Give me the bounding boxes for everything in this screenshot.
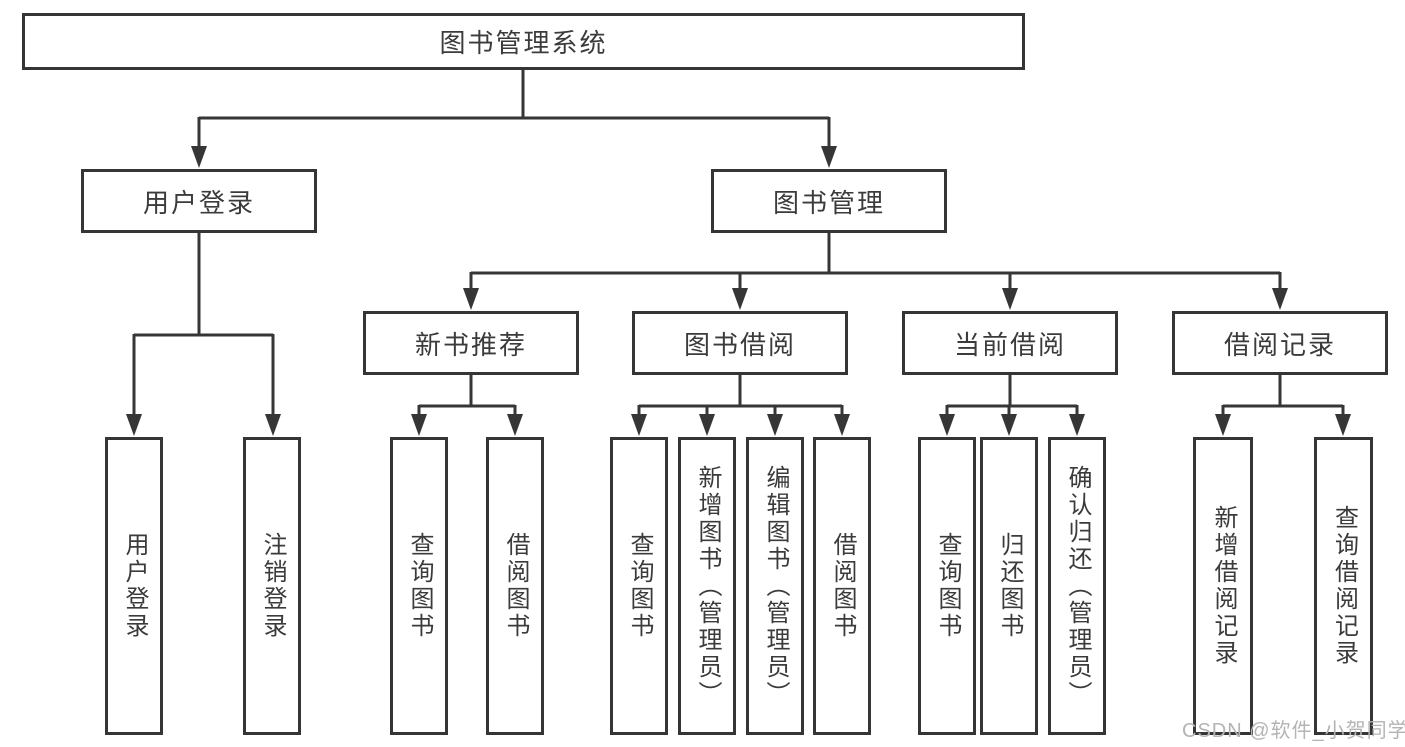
node-add-borrow-record: 新增借阅记录 — [1193, 437, 1253, 735]
node-logout: 注销登录 — [243, 437, 301, 735]
node-label: 图书管理系统 — [439, 28, 608, 58]
node-label: 编辑图书（管理员） — [762, 464, 789, 708]
node-label: 当前借阅 — [953, 329, 1066, 360]
arrow-down-icon — [834, 414, 850, 436]
csdn-watermark: CSDN @软件_小贺同学 — [1182, 720, 1405, 742]
arrow-down-icon — [1069, 414, 1085, 436]
node-confirm-return-admin: 确认归还（管理员） — [1048, 437, 1106, 735]
node-return-books: 归还图书 — [980, 437, 1038, 735]
arrowheads — [126, 146, 1351, 436]
arrow-down-icon — [821, 146, 837, 168]
arrow-down-icon — [699, 414, 715, 436]
node-label: 图书借阅 — [683, 329, 796, 360]
node-query-books-2: 查询图书 — [610, 437, 668, 735]
node-label: 新书推荐 — [414, 329, 527, 360]
arrow-down-icon — [1002, 288, 1018, 310]
connector-paths — [132, 70, 1345, 420]
arrow-down-icon — [631, 414, 647, 436]
node-borrow-books-1: 借阅图书 — [486, 437, 544, 735]
arrow-down-icon — [1001, 414, 1017, 436]
arrow-down-icon — [265, 414, 281, 436]
node-current-borrowing: 当前借阅 — [902, 311, 1118, 375]
node-borrowing-records: 借阅记录 — [1172, 311, 1388, 375]
node-label: 注销登录 — [259, 532, 286, 640]
node-query-books-3: 查询图书 — [918, 437, 976, 735]
node-label: 借阅记录 — [1223, 329, 1336, 360]
node-add-books-admin: 新增图书（管理员） — [678, 437, 736, 735]
node-label: 新增借阅记录 — [1210, 505, 1237, 667]
node-edit-books-admin: 编辑图书（管理员） — [746, 437, 804, 735]
node-label: 查询图书 — [626, 532, 653, 640]
node-label: 查询图书 — [406, 532, 433, 640]
arrow-down-icon — [507, 414, 523, 436]
arrow-down-icon — [939, 414, 955, 436]
node-new-book-recommendation: 新书推荐 — [363, 311, 579, 375]
node-label: 查询图书 — [934, 532, 961, 640]
arrow-down-icon — [411, 414, 427, 436]
node-borrow-books-2: 借阅图书 — [813, 437, 871, 735]
node-label: 借阅图书 — [829, 532, 856, 640]
node-query-books-1: 查询图书 — [390, 437, 448, 735]
node-label: 确认归还（管理员） — [1064, 464, 1091, 708]
arrow-down-icon — [1215, 414, 1231, 436]
node-library-management-system: 图书管理系统 — [22, 13, 1025, 70]
node-label: 用户登录 — [121, 532, 148, 640]
node-label: 归还图书 — [996, 532, 1023, 640]
arrow-down-icon — [767, 414, 783, 436]
arrow-down-icon — [126, 414, 142, 436]
node-book-borrowing: 图书借阅 — [632, 311, 848, 375]
node-user-login: 用户登录 — [81, 169, 317, 233]
node-query-borrow-record: 查询借阅记录 — [1314, 437, 1373, 735]
node-label: 新增图书（管理员） — [694, 464, 721, 708]
node-label: 用户登录 — [142, 187, 255, 218]
node-book-management: 图书管理 — [711, 169, 947, 233]
node-user-login-leaf: 用户登录 — [105, 437, 163, 735]
arrow-down-icon — [1335, 414, 1351, 436]
arrow-down-icon — [732, 288, 748, 310]
node-label: 图书管理 — [772, 187, 885, 218]
arrow-down-icon — [1272, 288, 1288, 310]
node-label: 借阅图书 — [502, 532, 529, 640]
arrow-down-icon — [463, 288, 479, 310]
node-label: 查询借阅记录 — [1330, 505, 1358, 667]
arrow-down-icon — [191, 146, 207, 168]
